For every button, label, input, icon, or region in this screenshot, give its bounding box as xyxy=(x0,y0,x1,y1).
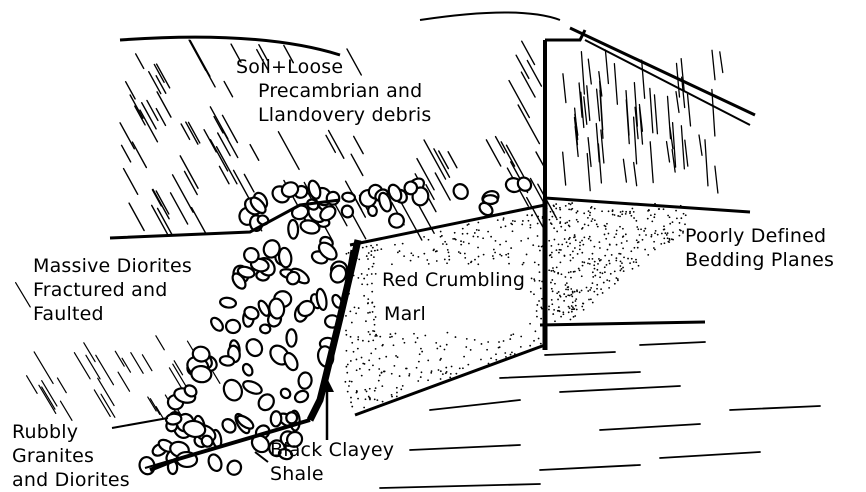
red-marl-label: Red Crumbling Marl xyxy=(382,268,525,326)
soil-debris-label-line-1: Soil+Loose xyxy=(236,55,431,79)
soil-debris-label-line-2: Precambrian and xyxy=(258,79,431,103)
soil-debris-label-line-3: Llandovery debris xyxy=(258,103,431,127)
black-shale-label: Black Clayey Shale xyxy=(270,438,394,486)
rubbly-granites-label-line-2: Granites xyxy=(12,444,130,468)
bedding-stipple xyxy=(548,202,687,322)
red-marl-label-line-2: Marl xyxy=(384,302,525,326)
soil-debris-label: Soil+Loose Precambrian and Llandovery de… xyxy=(236,55,431,127)
bedding-planes-label: Poorly Defined Bedding Planes xyxy=(685,224,834,272)
black-shale-label-line-2: Shale xyxy=(270,462,394,486)
formation-outlines xyxy=(110,13,755,471)
massive-diorites-label-line-3: Faulted xyxy=(33,302,192,326)
bedding-planes-label-line-1: Poorly Defined xyxy=(685,224,834,248)
massive-diorites-label-line-2: Fractured and xyxy=(33,278,192,302)
massive-diorites-label-line-1: Massive Diorites xyxy=(33,254,192,278)
rubbly-granites-label-line-1: Rubbly xyxy=(12,420,130,444)
rubbly-granites-label: Rubbly Granites and Diorites xyxy=(12,420,130,492)
massive-diorites-label: Massive Diorites Fractured and Faulted xyxy=(33,254,192,326)
rubbly-granites-label-line-3: and Diorites xyxy=(12,468,130,492)
black-shale-label-line-1: Black Clayey xyxy=(270,438,394,462)
bedding-planes-hatching xyxy=(563,50,723,193)
bedding-planes-label-line-2: Bedding Planes xyxy=(685,248,834,272)
red-marl-label-line-1: Red Crumbling xyxy=(382,268,525,292)
quarry-floor-lines xyxy=(380,342,820,488)
